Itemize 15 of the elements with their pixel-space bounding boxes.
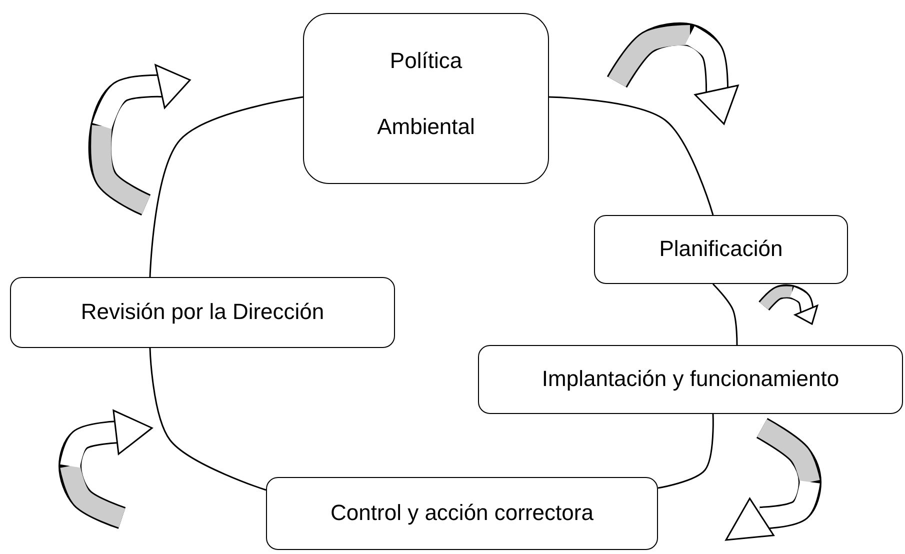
box-label: Política Ambiental [376,47,476,141]
process-box [478,345,903,414]
connector-line [149,96,304,278]
connector-line [149,348,266,491]
box-label: Revisión por la Dirección [80,299,324,326]
box-label: Implantación y funcionamiento [542,366,840,393]
process-box [266,477,658,550]
process-box [10,277,395,348]
process-box [594,215,848,284]
box-label: Planificación [659,236,783,263]
connector-line [548,96,714,216]
process-box [303,13,549,184]
connector-line [658,414,714,489]
box-label: Control y acción correctora [330,500,594,527]
connector-line [712,283,738,345]
